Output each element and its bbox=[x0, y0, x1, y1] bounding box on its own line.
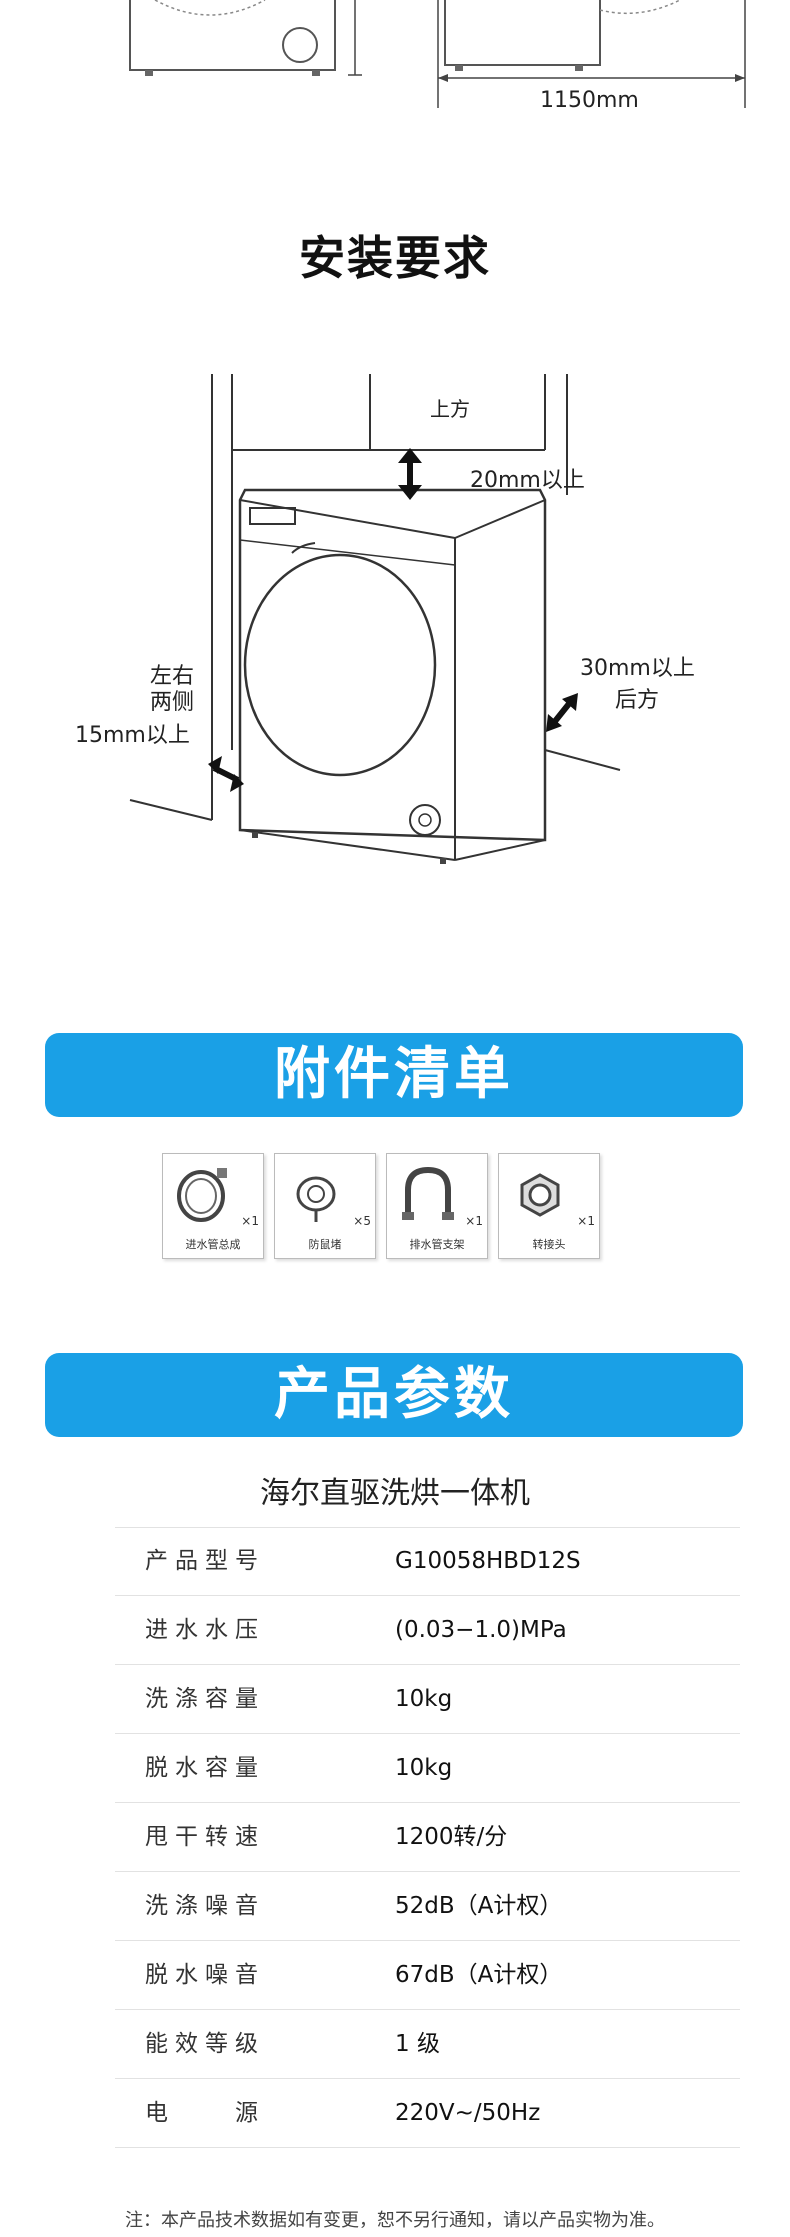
param-value: 67dB（A计权） bbox=[395, 1962, 563, 1988]
param-key: 进水水压 bbox=[145, 1617, 265, 1643]
param-key: 洗涤噪音 bbox=[145, 1893, 265, 1919]
table-row: 甩干转速 1200转/分 bbox=[115, 1803, 740, 1872]
table-row: 脱水噪音 67dB（A计权） bbox=[115, 1941, 740, 2010]
back-gap-label: 30mm以上 bbox=[580, 656, 695, 681]
param-key: 甩干转速 bbox=[145, 1824, 265, 1850]
dimension-width-label: 1150mm bbox=[540, 88, 639, 113]
table-row: 能效等级 1 级 bbox=[115, 2010, 740, 2079]
param-value: 1200转/分 bbox=[395, 1824, 508, 1850]
param-key: 脱水噪音 bbox=[145, 1962, 265, 1988]
accessory-card: ×5 防鼠堵 bbox=[274, 1153, 376, 1259]
top-gap-label: 20mm以上 bbox=[470, 468, 585, 493]
hose-icon bbox=[177, 1168, 227, 1222]
accessory-label: 进水管总成 bbox=[185, 1238, 241, 1251]
param-value: 52dB（A计权） bbox=[395, 1893, 563, 1919]
drain-bracket-icon bbox=[402, 1166, 454, 1220]
params-banner: 产品参数 bbox=[45, 1353, 743, 1437]
param-key: 脱水容量 bbox=[145, 1755, 265, 1781]
product-name: 海尔直驱洗烘一体机 bbox=[260, 1476, 530, 1511]
table-row: 洗涤噪音 52dB（A计权） bbox=[115, 1872, 740, 1941]
accessory-label: 防鼠堵 bbox=[308, 1238, 342, 1251]
side-label-1: 左右 bbox=[150, 664, 195, 689]
top-label: 上方 bbox=[430, 397, 470, 421]
param-value: 220V~/50Hz bbox=[395, 2100, 541, 2126]
param-key: 电 源 bbox=[145, 2100, 265, 2126]
table-row: 洗涤容量 10kg bbox=[115, 1665, 740, 1734]
accessory-card: ×1 进水管总成 bbox=[162, 1153, 264, 1259]
accessory-qty: ×1 bbox=[465, 1214, 483, 1228]
table-top-rule bbox=[115, 1527, 740, 1528]
param-key: 能效等级 bbox=[145, 2031, 265, 2057]
adapter-icon bbox=[520, 1173, 560, 1217]
side-label-2: 两侧 bbox=[150, 690, 195, 715]
accessory-card: ×1 排水管支架 bbox=[386, 1153, 488, 1259]
accessory-label: 转接头 bbox=[532, 1238, 566, 1251]
table-row: 电 源 220V~/50Hz bbox=[115, 2079, 740, 2148]
param-value: 10kg bbox=[395, 1755, 453, 1781]
dimension-drawing bbox=[129, 0, 746, 108]
param-key: 产品型号 bbox=[145, 1548, 265, 1574]
params-table: 产品型号 G10058HBD12S 进水水压 (0.03−1.0)MPa 洗涤容量 1… bbox=[115, 1527, 740, 2148]
accessory-qty: ×5 bbox=[353, 1214, 371, 1228]
param-value: 10kg bbox=[395, 1686, 453, 1712]
accessory-label: 排水管支架 bbox=[409, 1238, 465, 1251]
installation-clearance-diagram bbox=[129, 374, 621, 864]
accessory-card: ×1 转接头 bbox=[498, 1153, 600, 1259]
accessories-banner: 附件清单 bbox=[45, 1033, 743, 1117]
rodent-plug-icon bbox=[296, 1176, 336, 1222]
side-gap-label: 15mm以上 bbox=[75, 723, 190, 748]
table-row: 进水水压 (0.03−1.0)MPa bbox=[115, 1596, 740, 1665]
footer-note: 注：本产品技术数据如有变更，恕不另行通知，请以产品实物为准。 bbox=[125, 2210, 665, 2231]
back-label: 后方 bbox=[615, 688, 660, 713]
param-value: G10058HBD12S bbox=[395, 1548, 581, 1574]
install-title: 安装要求 bbox=[299, 231, 491, 285]
table-row: 脱水容量 10kg bbox=[115, 1734, 740, 1803]
param-key: 洗涤容量 bbox=[145, 1686, 265, 1712]
param-value: (0.03−1.0)MPa bbox=[395, 1617, 567, 1643]
param-value: 1 级 bbox=[395, 2031, 440, 2057]
accessory-qty: ×1 bbox=[241, 1214, 259, 1228]
table-row: 产品型号 G10058HBD12S bbox=[115, 1527, 740, 1596]
accessory-qty: ×1 bbox=[577, 1214, 595, 1228]
